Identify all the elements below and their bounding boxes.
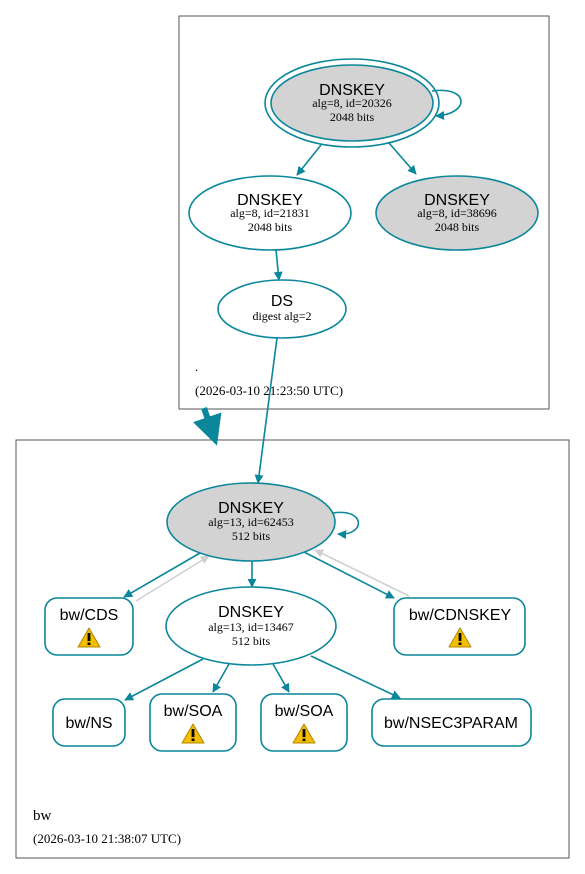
edge-root-ksk-self — [431, 89, 462, 121]
node-ds[interactable]: DS digest alg=2 — [217, 279, 347, 339]
bw-zone-box — [15, 439, 570, 859]
edge-bw-ksk-self — [332, 511, 360, 540]
node-key-size: 2048 bits — [435, 220, 480, 234]
warning-icon — [181, 723, 205, 744]
node-bw-soa-1[interactable]: bw/SOA — [149, 693, 237, 752]
node-root-ksk[interactable]: DNSKEY alg=8, id=20326 2048 bits — [264, 58, 440, 148]
node-title: DNSKEY — [218, 604, 284, 621]
edge-cdnskey-to-bw-ksk — [314, 549, 410, 597]
node-key-info: alg=8, id=38696 — [417, 206, 497, 220]
node-label: bw/NS — [65, 715, 112, 732]
node-title: DNSKEY — [424, 192, 490, 209]
node-bw-cds[interactable]: bw/CDS — [44, 597, 134, 656]
root-zone-box — [178, 15, 550, 410]
node-root-dnskey-21831[interactable]: DNSKEY alg=8, id=21831 2048 bits — [188, 175, 352, 251]
edge-ds-to-bw-ksk — [254, 337, 278, 484]
edge-zsk-to-nsec3param — [310, 655, 401, 699]
node-label: bw/CDS — [60, 607, 119, 624]
node-title: DNSKEY — [237, 192, 303, 209]
node-bw-ksk[interactable]: DNSKEY alg=13, id=62453 512 bits — [166, 482, 336, 562]
node-key-info: alg=13, id=62453 — [208, 515, 294, 529]
node-key-info: alg=13, id=13467 — [208, 620, 294, 634]
node-label: bw/SOA — [164, 703, 223, 720]
node-label: bw/NSEC3PARAM — [384, 715, 518, 732]
node-key-size: 2048 bits — [248, 220, 293, 234]
root-zone-label: . — [195, 359, 198, 374]
edge-bw-ksk-to-cdnskey — [303, 551, 395, 599]
warning-icon — [292, 723, 316, 744]
edge-zsk-to-soa1 — [212, 663, 230, 693]
bw-zone-label: bw — [33, 808, 52, 824]
node-key-info: alg=8, id=21831 — [230, 206, 310, 220]
root-zone-timestamp: (2026-03-10 21:23:50 UTC) — [195, 383, 343, 398]
edge-bw-ksk-to-cds — [123, 552, 201, 598]
node-title: DS — [271, 293, 293, 310]
edge-21831-to-ds — [273, 249, 283, 281]
node-key-size: 2048 bits — [330, 110, 375, 124]
node-bw-soa-2[interactable]: bw/SOA — [260, 693, 348, 752]
node-title: DNSKEY — [319, 82, 385, 99]
node-key-info: alg=8, id=20326 — [312, 96, 392, 110]
edge-root-ksk-to-21831 — [296, 144, 322, 176]
edge-zsk-to-soa2 — [272, 663, 290, 693]
node-bw-zsk[interactable]: DNSKEY alg=13, id=13467 512 bits — [165, 586, 337, 666]
edge-root-ksk-to-38696 — [388, 142, 417, 175]
node-label: bw/SOA — [275, 703, 334, 720]
node-title: DNSKEY — [218, 500, 284, 517]
node-key-size: 512 bits — [232, 634, 271, 648]
edge-cds-to-bw-ksk — [135, 555, 210, 602]
bw-zone-timestamp: (2026-03-10 21:38:07 UTC) — [33, 831, 181, 846]
node-digest: digest alg=2 — [252, 309, 311, 323]
edge-zsk-to-ns — [124, 658, 204, 701]
node-bw-cdnskey[interactable]: bw/CDNSKEY — [393, 597, 526, 656]
node-bw-ns[interactable]: bw/NS — [52, 698, 126, 747]
node-key-size: 512 bits — [232, 529, 271, 543]
warning-icon — [77, 627, 101, 648]
node-bw-nsec3param[interactable]: bw/NSEC3PARAM — [371, 698, 532, 747]
edge-delegation — [193, 407, 222, 446]
node-root-dnskey-38696[interactable]: DNSKEY alg=8, id=38696 2048 bits — [375, 175, 539, 251]
node-label: bw/CDNSKEY — [409, 607, 512, 624]
warning-icon — [448, 627, 472, 648]
